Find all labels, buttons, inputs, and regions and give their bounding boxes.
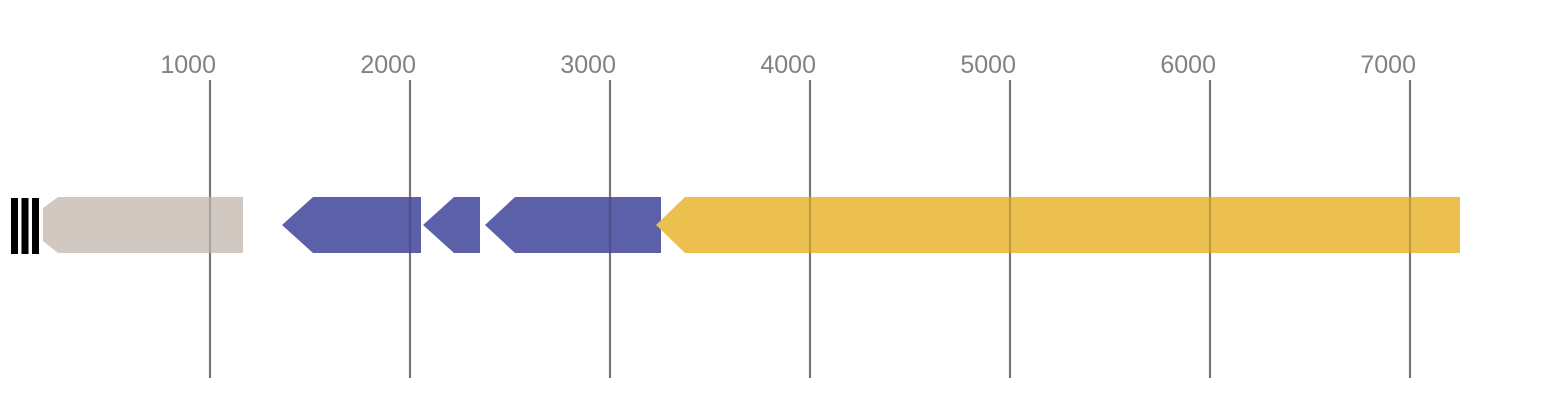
axis-tick-label-3000: 3000 (560, 51, 616, 79)
striped-block-stripe-2 (32, 198, 39, 254)
gene-arrow-blue-3 (485, 197, 661, 253)
striped-block-stripe-1 (21, 198, 29, 254)
axis-tick-label-2000: 2000 (360, 51, 416, 79)
axis-tick-label-4000: 4000 (760, 51, 816, 79)
gene-arrow-blue-1 (282, 197, 421, 253)
gene-arrow-gray (43, 197, 243, 253)
gene-arrow-blue-2 (423, 197, 480, 253)
axis-tick-label-1000: 1000 (160, 51, 216, 79)
axis-tick-label-5000: 5000 (960, 51, 1016, 79)
striped-block-stripe-0 (11, 198, 18, 254)
axis-tick-label-6000: 6000 (1160, 51, 1216, 79)
axis-tick-label-7000: 7000 (1360, 51, 1416, 79)
gene-arrow-gold (656, 197, 1460, 253)
